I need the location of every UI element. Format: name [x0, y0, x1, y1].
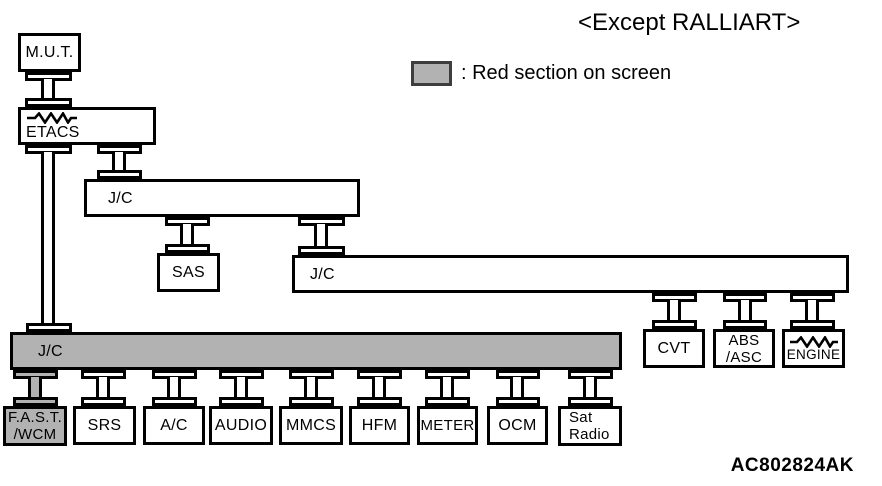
- connector-pad: [26, 323, 72, 332]
- node-label: /WCM: [13, 426, 57, 443]
- node-label: A/C: [160, 417, 188, 434]
- node-mut: M.U.T.: [18, 33, 81, 72]
- node-label: Sat: [569, 409, 593, 426]
- node-label: SRS: [87, 417, 122, 434]
- node-label: ENGINE: [786, 346, 841, 362]
- connector-pad: [568, 397, 613, 406]
- node-label: M.U.T.: [25, 44, 74, 61]
- node-label: HFM: [361, 417, 398, 434]
- connector-stem: [112, 152, 126, 172]
- node-cvt: CVT: [643, 329, 705, 368]
- resistor-icon: [27, 111, 77, 124]
- connector-stem: [510, 377, 524, 399]
- node-label: OCM: [498, 417, 537, 434]
- node-label: F.A.S.T.: [7, 409, 63, 426]
- node-label: J/C: [38, 342, 63, 360]
- connector-pad: [425, 397, 470, 406]
- connector-stem: [805, 300, 819, 322]
- resistor-icon: [789, 335, 838, 348]
- connector-stem: [440, 377, 454, 399]
- connector-pad: [97, 170, 142, 179]
- node-hfm: HFM: [349, 406, 410, 445]
- node-label: ABS: [728, 331, 760, 349]
- connector-pad: [357, 397, 402, 406]
- connector-pad: [219, 397, 264, 406]
- legend: : Red section on screen: [411, 61, 671, 86]
- connector-stem: [96, 377, 110, 399]
- connector-pad: [152, 397, 197, 406]
- connector-pad: [298, 246, 345, 255]
- connector-stem: [314, 224, 328, 248]
- connector-pad: [496, 397, 540, 406]
- connector-stem: [234, 377, 248, 399]
- connector-pad: [25, 98, 72, 107]
- connector-stem: [667, 300, 681, 322]
- node-label: Radio: [569, 426, 610, 443]
- node-label: AUDIO: [214, 417, 268, 434]
- node-meter: METER: [417, 406, 478, 445]
- connector-stem: [372, 377, 386, 399]
- node-abs-asc: ABS /ASC: [713, 329, 775, 368]
- node-label: ETACS: [26, 123, 80, 141]
- variant-title: <Except RALLIART>: [578, 9, 801, 36]
- connector-pad: [652, 320, 697, 329]
- connector-pad: [165, 244, 210, 253]
- connector-stem: [304, 377, 318, 399]
- node-label: SAS: [172, 264, 205, 281]
- node-label: METER: [420, 417, 475, 434]
- node-label: MMCS: [285, 417, 337, 434]
- node-audio: AUDIO: [209, 406, 273, 445]
- connector-pad: [790, 320, 835, 329]
- node-mmcs: MMCS: [279, 406, 343, 445]
- node-fast-wcm-highlighted: F.A.S.T. /WCM: [3, 406, 67, 446]
- legend-swatch-red-section: [411, 61, 452, 86]
- junction-jc-upper: J/C: [84, 179, 360, 217]
- node-srs: SRS: [73, 406, 136, 445]
- node-label: CVT: [657, 340, 691, 357]
- node-ac: A/C: [143, 406, 205, 445]
- node-etacs: ETACS: [18, 107, 156, 145]
- node-engine: ENGINE: [782, 329, 845, 368]
- connector-pad: [13, 397, 58, 406]
- connector-stem: [167, 377, 181, 399]
- connector-pad: [289, 397, 334, 406]
- node-ocm: OCM: [487, 406, 548, 445]
- junction-jc-mid: J/C: [292, 255, 849, 293]
- node-label: /ASC: [725, 348, 763, 366]
- connector-pad: [81, 397, 126, 406]
- connector-stem: [738, 300, 752, 322]
- node-label: J/C: [108, 189, 133, 207]
- node-sat-radio: Sat Radio: [558, 406, 622, 446]
- node-label: J/C: [310, 265, 335, 283]
- connector-stem: [28, 377, 42, 399]
- connector-stem: [41, 152, 55, 325]
- connector-stem: [583, 377, 597, 399]
- node-sas: SAS: [157, 253, 220, 292]
- connector-stem: [41, 79, 55, 100]
- connector-stem: [180, 224, 194, 247]
- figure-code: AC802824AK: [730, 455, 854, 476]
- connector-pad: [723, 320, 767, 329]
- junction-jc-lower-highlighted: J/C: [10, 332, 622, 370]
- legend-label: : Red section on screen: [461, 62, 672, 84]
